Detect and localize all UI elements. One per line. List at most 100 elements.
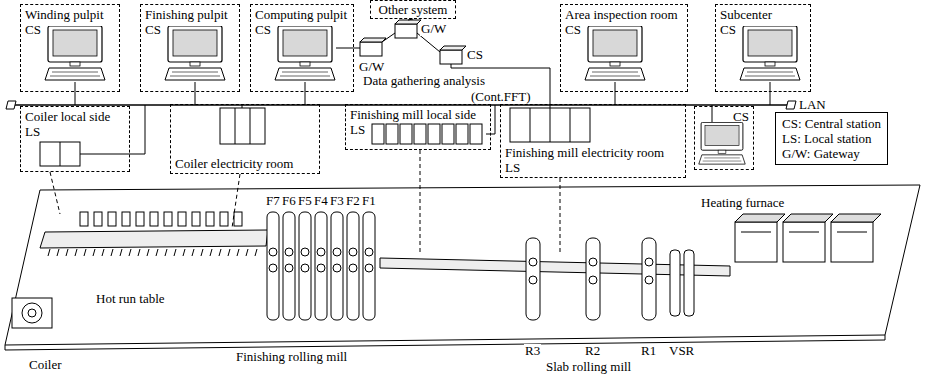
station-label: CS [25,22,115,37]
station-label: Finishing pulpit [145,7,235,22]
plant-label: R2 [584,344,601,358]
table-roller [174,249,176,256]
work-roll [365,264,373,272]
plant-label: F6 [281,194,297,208]
work-roll [317,248,325,256]
station-label: Other system [375,2,451,17]
cabinet [40,142,80,166]
workstation-icon [45,26,105,80]
station-box: Finishing pulpitCS [140,4,240,92]
table-roller [219,249,221,256]
coiler [22,303,42,323]
wire [382,33,395,42]
cabinet [470,124,482,144]
heating-furnace [783,214,833,222]
gateway-device [440,46,466,50]
leader-line [420,150,421,255]
leader-line [50,172,60,214]
work-roll [269,264,277,272]
table-roller [210,249,212,256]
station-label: Finishing mill local side [350,107,486,122]
heating-furnace [783,222,825,262]
table-roller [57,249,59,256]
workstation-icon [585,26,645,80]
table-roller [156,249,158,256]
mill-floor [5,185,920,345]
station-box: SubcenterCS [715,4,811,92]
table-roller [111,249,113,256]
work-roll [301,248,309,256]
station-label: Finishing mill electricity room [505,145,681,160]
furnace-detail [741,232,771,233]
table-roller [48,249,50,256]
cooling-header [136,212,144,226]
cooling-header [122,212,130,226]
coiler [12,298,52,328]
wire [305,82,306,105]
plant-label: Heating furnace [700,196,785,210]
legend-entry: LS: Local station [782,131,881,146]
work-roll [333,264,341,272]
table-roller [147,249,149,256]
plant-label: CS [466,48,484,62]
station-label: CS [699,109,749,124]
cabinet [510,108,590,142]
plant-label: VSR [668,344,695,358]
heating-furnace [735,214,785,222]
station-box: Area inspection roomCS [560,4,688,92]
roughing-stand [642,238,656,320]
furnace-detail [837,232,867,233]
table-roller [102,249,104,256]
station-label: Subcenter [720,7,806,22]
heating-furnace [831,222,873,262]
cabinet [414,124,426,144]
plant-label: R1 [640,344,657,358]
cabinet [442,124,454,144]
legend-entry: CS: Central station [782,116,881,131]
table-roller [237,249,239,256]
cabinet-panel [570,108,571,142]
station-label: CS [145,22,235,37]
cabinet [400,124,412,144]
work-roll [349,248,357,256]
finishing-stand [283,212,295,320]
workstation-icon [275,26,335,80]
wire [615,82,616,105]
cooling-header [178,212,186,226]
table-roller [93,249,95,256]
station-label: CS [255,22,349,37]
cooling-header [192,212,200,226]
work-roll [365,248,373,256]
legend-entry: G/W: Gateway [782,146,881,161]
station-label: Area inspection room [565,7,683,22]
work-roll [349,264,357,272]
table-roller [165,249,167,256]
cabinet-panel [550,108,551,142]
cooling-header [108,212,116,226]
coiler [28,309,36,317]
cabinet [428,124,440,144]
station-box: Winding pulpitCS [20,4,120,92]
workstation-icon [165,26,225,80]
station-label: LS [25,124,125,139]
station-label: Computing pulpit [255,7,349,22]
finishing-stand [363,212,375,320]
table-roller [84,249,86,256]
wire [75,82,76,105]
finishing-stand [347,212,359,320]
cabinet [386,124,398,144]
heating-furnace [735,222,777,262]
work-roll [529,276,537,284]
plant-label: F5 [297,194,313,208]
plant-label: G/W [420,22,447,36]
wire [550,105,551,108]
station-box: Other system [370,0,456,19]
finishing-stand [267,212,279,320]
furnace-detail [789,232,819,233]
legend-box: CS: Central stationLS: Local stationG/W:… [775,112,888,165]
roughing-stand [526,238,540,320]
work-roll [589,258,597,266]
station-label: Coiler electricity room [175,156,315,171]
leader-line [560,178,561,255]
wire [195,82,196,105]
